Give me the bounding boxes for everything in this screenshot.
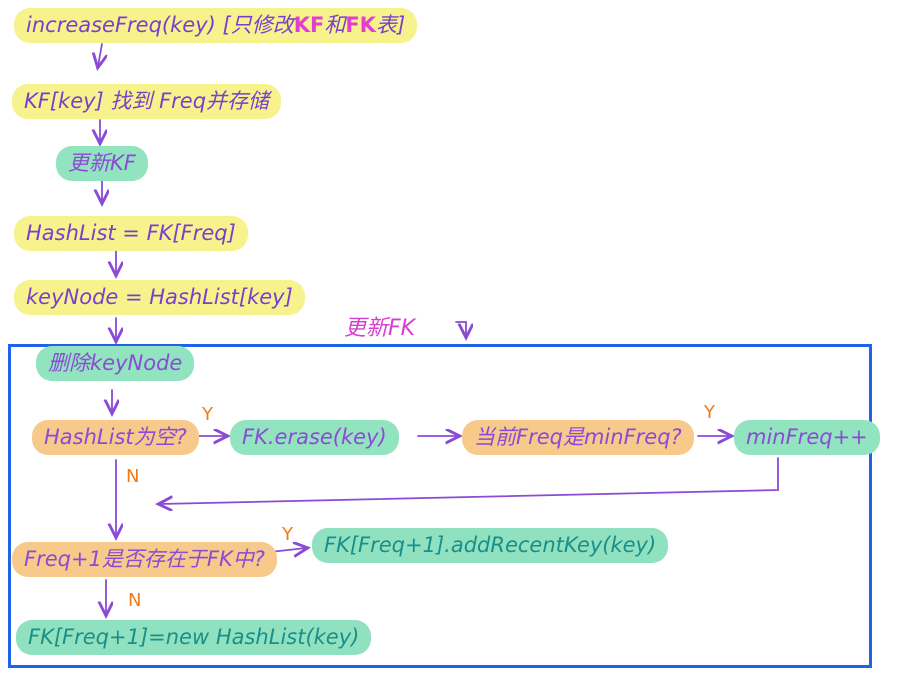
increase-freq-post: 表] xyxy=(375,13,406,37)
node-keynode-assign: keyNode = HashList[key] xyxy=(14,280,305,315)
label-yes-min: Y xyxy=(704,402,715,423)
node-hashlist-empty: HashList为空? xyxy=(32,420,199,455)
node-increase-freq: increaseFreq(key) [只修改KF和FK表] xyxy=(14,8,418,43)
section-title-update-fk: 更新FK xyxy=(344,316,416,341)
increase-freq-kf: KF xyxy=(293,13,325,37)
node-kf-lookup: KF[key] 找到 Freq并存储 xyxy=(12,84,282,119)
node-minfreq-inc: minFreq++ xyxy=(734,420,880,455)
increase-freq-mid: 和 xyxy=(324,13,346,37)
node-freq-plus-exists: Freq+1是否存在于FK中? xyxy=(12,542,277,577)
node-fk-erase: FK.erase(key) xyxy=(230,420,399,455)
arrow-11 xyxy=(160,457,779,504)
arrow-1 xyxy=(98,43,102,66)
increase-freq-fk: FK xyxy=(345,13,376,37)
node-delete-keynode: 删除keyNode xyxy=(36,346,195,381)
node-fk-add-recent: FK[Freq+1].addRecentKey(key) xyxy=(312,528,669,563)
increase-freq-pre: increaseFreq(key) [只修改 xyxy=(26,13,294,37)
section-title-arrow xyxy=(455,321,466,336)
node-hashlist-assign: HashList = FK[Freq] xyxy=(14,216,248,251)
label-yes-exists: Y xyxy=(282,524,293,545)
update-fk-frame xyxy=(8,344,872,668)
node-current-is-min: 当前Freq是minFreq? xyxy=(462,420,694,455)
node-update-kf: 更新KF xyxy=(56,146,148,181)
label-no-empty: N xyxy=(126,466,140,487)
label-yes-empty: Y xyxy=(202,404,213,425)
label-no-exists: N xyxy=(128,590,142,611)
node-fk-new-hashlist: FK[Freq+1]=new HashList(key) xyxy=(16,620,372,655)
arrow-12 xyxy=(269,548,306,552)
